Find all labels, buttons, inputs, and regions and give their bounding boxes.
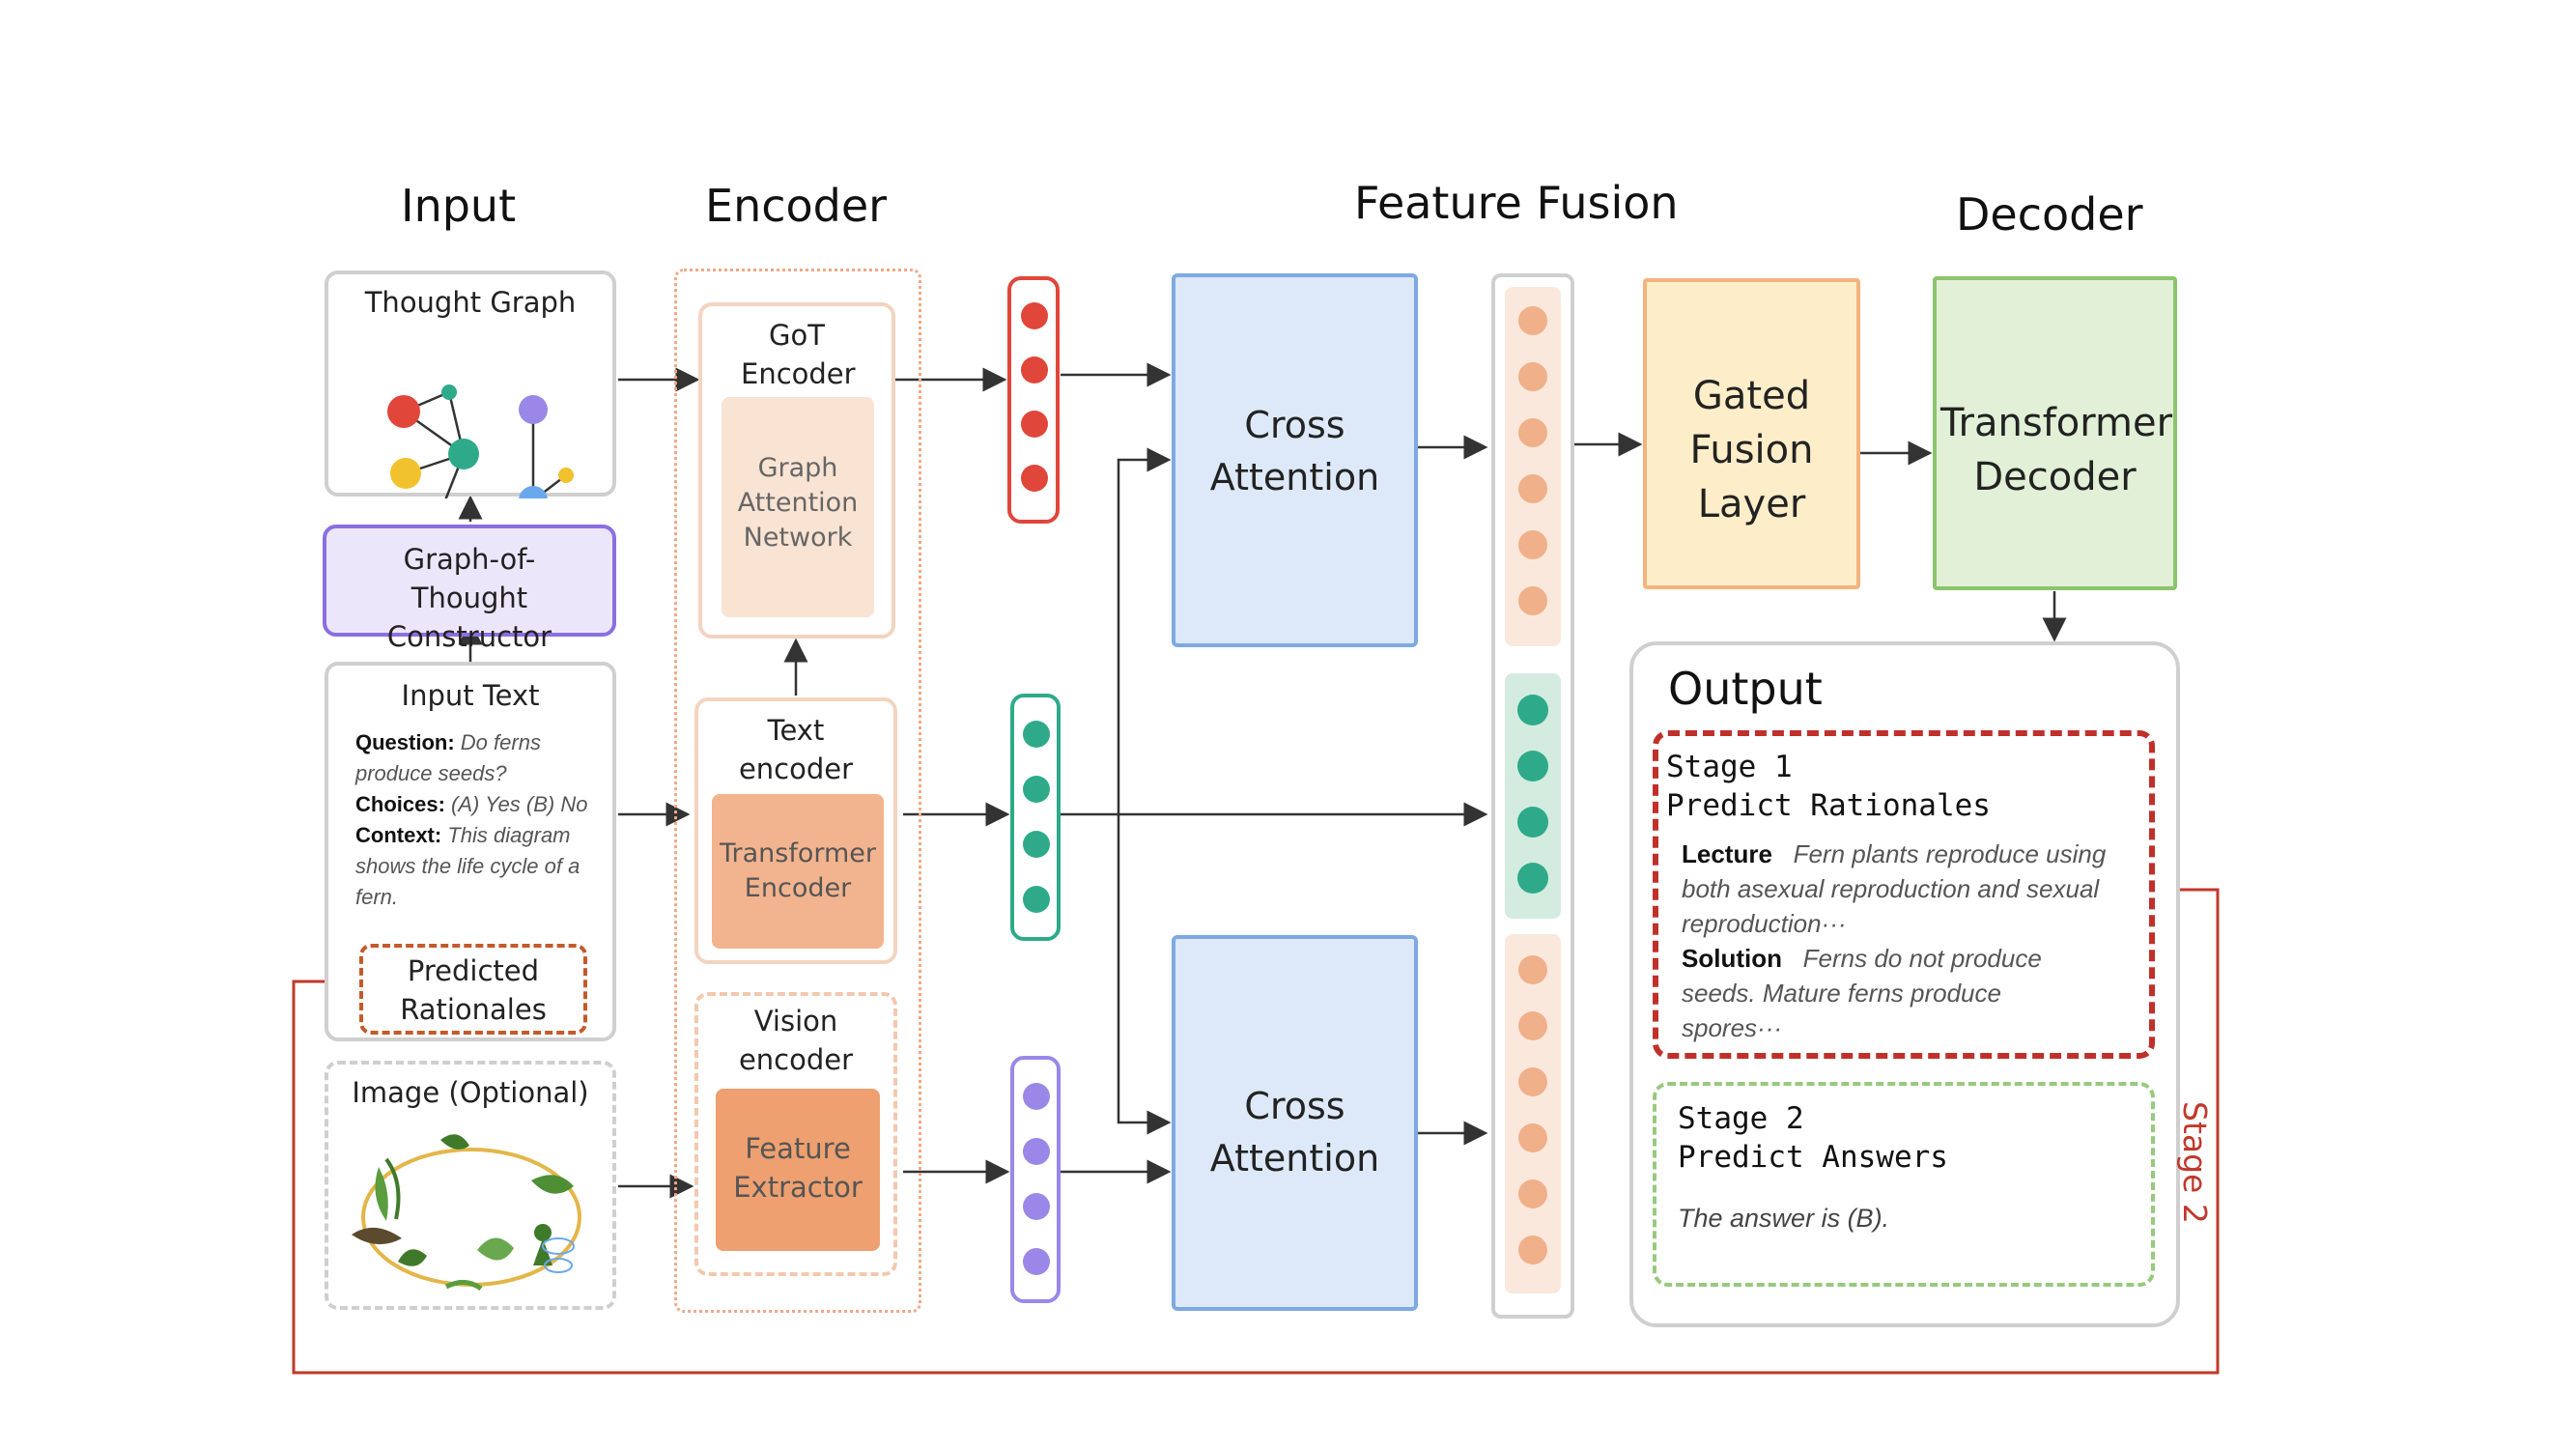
fused-segment-vision	[1505, 934, 1561, 1293]
text-encoder-box: Text encoder Transformer Encoder	[694, 697, 897, 964]
feature-dot	[1518, 586, 1547, 615]
feature-dot	[1517, 863, 1548, 894]
feature-dot	[1518, 1011, 1547, 1040]
fern-lifecycle-image	[352, 1134, 581, 1292]
section-title-input: Input	[401, 180, 517, 232]
cross-attention-box-1: Cross Attention	[1172, 273, 1418, 647]
input-text-label: Input Text	[401, 679, 540, 712]
context-key: Context:	[355, 823, 442, 847]
fused-segment-text	[1505, 673, 1561, 919]
predicted-rationales-label: Predicted Rationales	[400, 954, 547, 1026]
cross-attention-label-1: Cross Attention	[1209, 404, 1380, 498]
feature-dot	[1517, 807, 1548, 838]
stage1-subtitle: Predict Rationales	[1666, 788, 1991, 823]
got-constructor-label: Graph-of-Thought Constructor	[386, 543, 552, 653]
text-encoder-label: Text encoder	[738, 714, 854, 785]
input-text-card: Input Text Question: Do ferns produce se…	[325, 662, 616, 1041]
feature-dot	[1518, 306, 1547, 335]
feature-dot	[1517, 751, 1548, 781]
output-title: Output	[1668, 663, 1823, 715]
feature-dot	[1518, 1067, 1547, 1096]
solution-key: Solution	[1682, 944, 1782, 973]
cross-attention-label-2: Cross Attention	[1209, 1085, 1380, 1179]
choices-value: (A) Yes (B) No	[451, 792, 588, 816]
stage1-title: Stage 1	[1666, 750, 1793, 784]
transformer-decoder-label: Transformer Decoder	[1940, 401, 2173, 499]
fused-feature-column	[1491, 273, 1574, 1319]
thought-graph-card: Thought Graph	[325, 270, 616, 498]
feature-dot	[1023, 831, 1050, 858]
feedback-loop-line	[292, 888, 2220, 1375]
feature-extractor-box: Feature Extractor	[716, 1089, 880, 1251]
vision-encoder-label: Vision encoder	[738, 1005, 854, 1076]
feature-dot	[1021, 465, 1048, 492]
stage1-box: Stage 1 Predict Rationales Lecture Fern …	[1653, 730, 2155, 1059]
feature-dot	[1517, 695, 1548, 725]
feature-dot	[1023, 1138, 1050, 1165]
transformer-encoder-label: Transformer Encoder	[719, 838, 876, 903]
vision-feature-vector	[1010, 1056, 1061, 1303]
arrow-teal-to-cross-attention-2	[1117, 814, 1172, 1135]
arrow-teal-to-cross-attention-1	[1117, 447, 1172, 814]
got-constructor-box: Graph-of-Thought Constructor	[323, 525, 616, 653]
feature-dot	[1021, 302, 1048, 329]
gat-box: Graph Attention Network	[722, 397, 874, 617]
stage1-rationale-text: Lecture Fern plants reproduce using both…	[1682, 837, 2107, 1045]
transformer-encoder-box: Transformer Encoder	[712, 794, 884, 949]
feature-dot	[1518, 955, 1547, 984]
feature-dot	[1518, 474, 1547, 503]
feature-dot	[1518, 1179, 1547, 1208]
transformer-decoder-box: Transformer Decoder	[1933, 276, 2177, 590]
stage2-answer: The answer is (B).	[1678, 1204, 1890, 1233]
got-encoder-box: GoT Encoder Graph Attention Network	[698, 302, 895, 639]
section-title-decoder: Decoder	[1956, 188, 2143, 241]
image-optional-label: Image (Optional)	[352, 1076, 589, 1109]
feature-dot	[1023, 721, 1050, 748]
output-card: Output Stage 1 Predict Rationales Lectur…	[1629, 641, 2180, 1327]
text-feature-vector	[1010, 694, 1061, 941]
section-title-feature-fusion: Feature Fusion	[1354, 177, 1679, 229]
vision-encoder-box: Vision encoder Feature Extractor	[694, 992, 897, 1276]
feature-extractor-label: Feature Extractor	[733, 1132, 863, 1204]
stage2-side-label: Stage 2	[2176, 1101, 2214, 1224]
lecture-value: Fern plants reproduce using both asexual…	[1682, 839, 2107, 938]
feature-dot	[1023, 1193, 1050, 1220]
input-qa-block: Question: Do ferns produce seeds? Choice…	[328, 712, 612, 913]
feature-dot	[1518, 362, 1547, 391]
stage2-title: Stage 2	[1678, 1101, 1804, 1136]
thought-graph-label: Thought Graph	[364, 286, 577, 319]
lecture-key: Lecture	[1682, 839, 1772, 868]
fused-segment-graph	[1505, 287, 1561, 646]
gat-label: Graph Attention Network	[737, 453, 859, 553]
question-value: Do ferns produce seeds?	[355, 730, 541, 785]
feature-dot	[1518, 418, 1547, 447]
feature-dot	[1023, 1248, 1050, 1275]
section-title-encoder: Encoder	[705, 180, 888, 232]
got-encoder-label: GoT Encoder	[741, 319, 856, 390]
feature-dot	[1021, 411, 1048, 438]
encoder-group-frame	[674, 269, 921, 1313]
feature-dot	[1518, 530, 1547, 559]
stage2-box: Stage 2 Predict Answers The answer is (B…	[1653, 1082, 2155, 1287]
cross-attention-box-2: Cross Attention	[1172, 935, 1418, 1311]
feature-dot	[1023, 776, 1050, 803]
choices-key: Choices:	[355, 792, 445, 816]
graph-feature-vector	[1007, 276, 1060, 524]
feature-dot	[1518, 1123, 1547, 1152]
context-value: This diagram shows the life cycle of a f…	[355, 823, 580, 909]
gated-fusion-layer-label: Gated Fusion Layer	[1689, 374, 1814, 526]
question-key: Question:	[355, 730, 455, 754]
thought-graph-icon	[387, 384, 574, 498]
image-optional-card: Image (Optional)	[325, 1061, 616, 1310]
feature-dot	[1518, 1236, 1547, 1264]
feature-dot	[1021, 356, 1048, 384]
stage2-subtitle: Predict Answers	[1678, 1140, 1948, 1175]
gated-fusion-layer-box: Gated Fusion Layer	[1643, 278, 1860, 589]
feature-dot	[1023, 1083, 1050, 1110]
solution-value: Ferns do not produce seeds. Mature ferns…	[1682, 944, 2042, 1042]
feature-dot	[1023, 886, 1050, 913]
predicted-rationales-box: Predicted Rationales	[359, 944, 587, 1035]
